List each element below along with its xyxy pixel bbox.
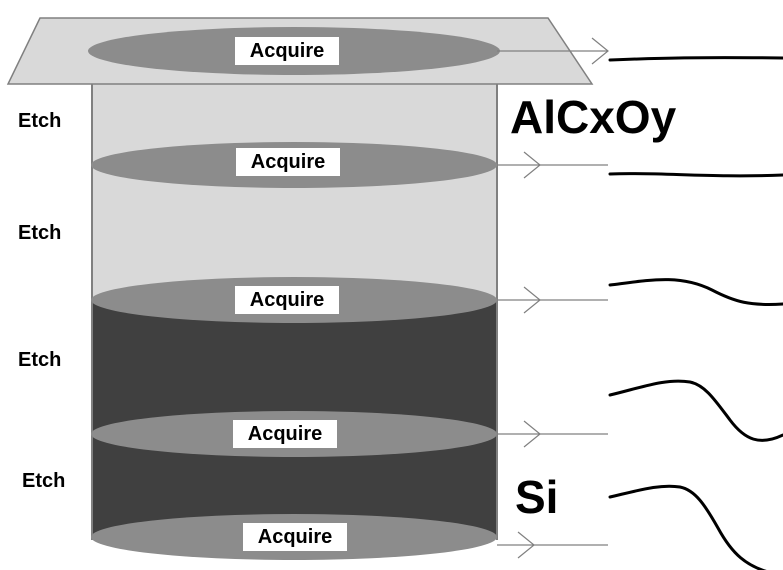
spectrum-curve-3 xyxy=(608,278,783,306)
spectrum-curve-1 xyxy=(608,56,783,62)
arrowhead-3 xyxy=(523,286,541,314)
etch-label-1: Etch xyxy=(18,110,62,132)
layer-alcxoy-body xyxy=(92,82,497,300)
arrowhead-4 xyxy=(523,420,541,448)
material-label-alcxoy: AlCxOy xyxy=(510,91,677,143)
arrowhead-5 xyxy=(517,531,535,559)
etch-label-2: Etch xyxy=(18,222,62,244)
spectrum-curve-4 xyxy=(608,379,783,442)
spectra-curves xyxy=(608,56,783,570)
acquire-label-3: Acquire xyxy=(235,286,339,314)
material-label-si: Si xyxy=(515,471,559,523)
acquire-label-4: Acquire xyxy=(233,420,337,448)
arrowhead-1 xyxy=(591,37,609,65)
acquire-arrows xyxy=(497,37,609,559)
etch-label-4: Etch xyxy=(22,470,66,492)
spectrum-curve-5 xyxy=(608,484,768,570)
acquire-label-1: Acquire xyxy=(235,37,339,65)
acquire-label-2: Acquire xyxy=(236,148,340,176)
spectrum-curve-2 xyxy=(608,172,783,178)
arrowhead-2 xyxy=(523,151,541,179)
acquire-label-5: Acquire xyxy=(243,523,347,551)
etch-label-3: Etch xyxy=(18,349,62,371)
